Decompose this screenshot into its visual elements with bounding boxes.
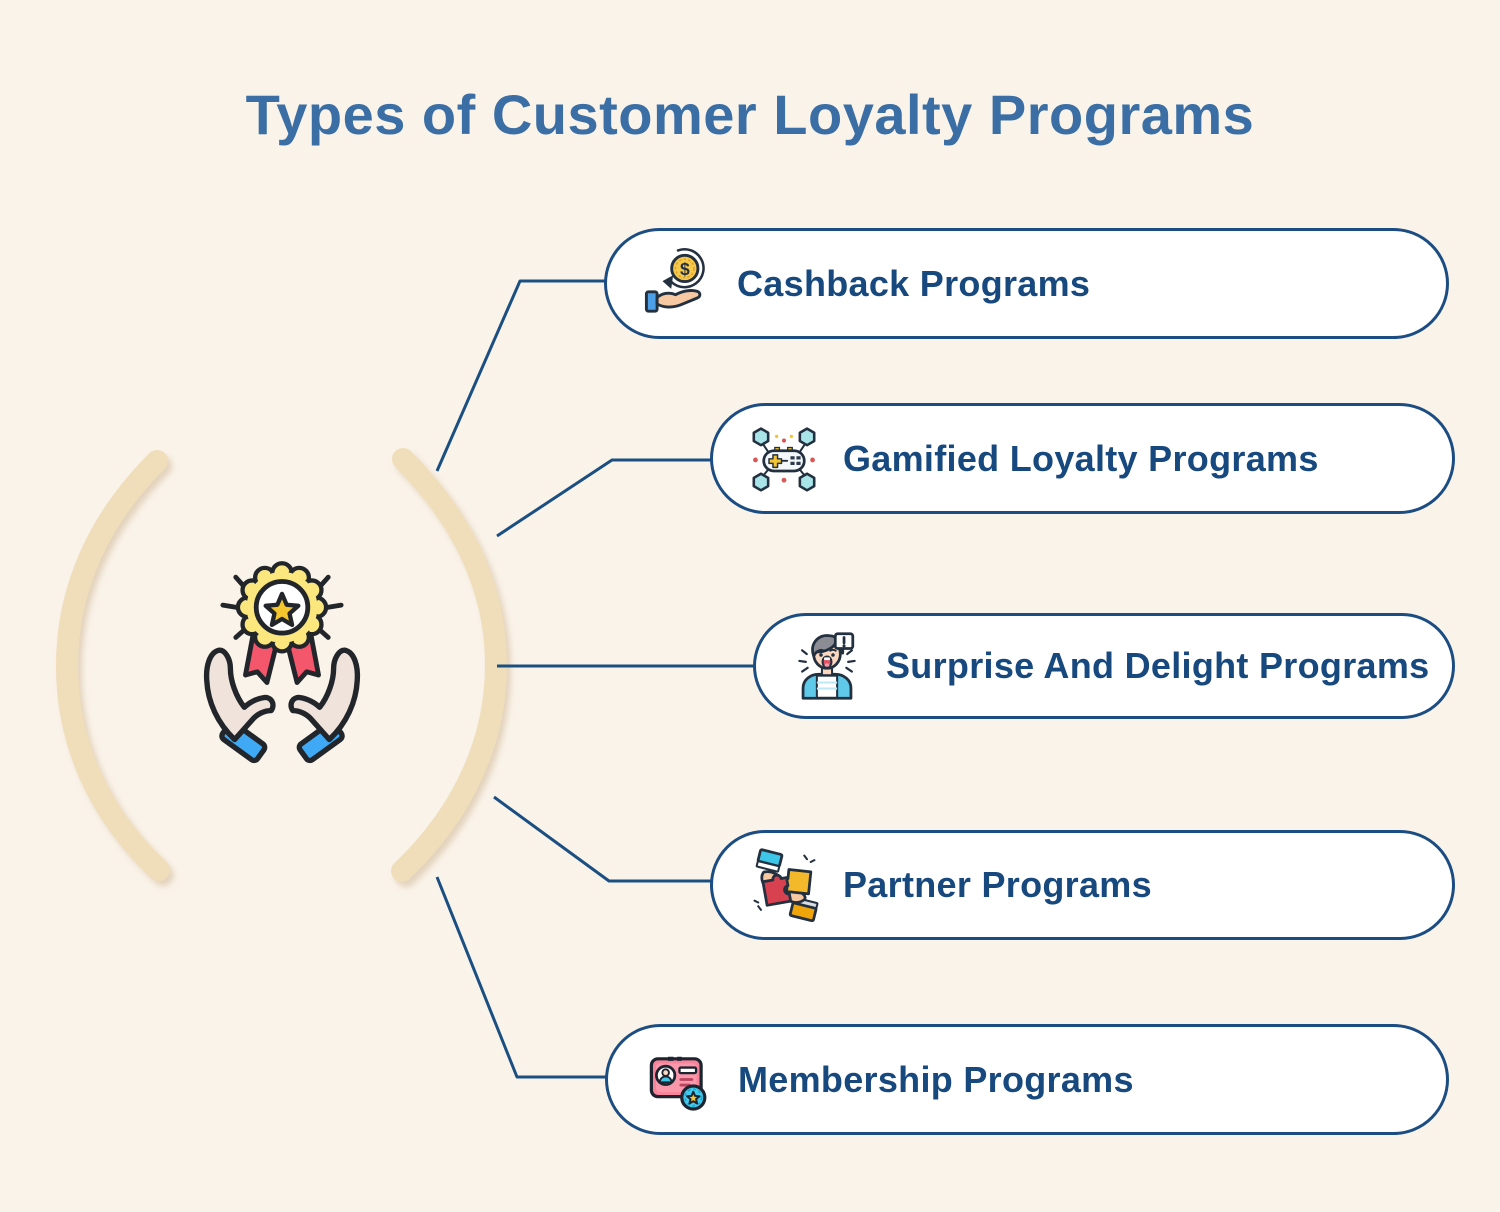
svg-text:$: $ xyxy=(680,258,690,278)
program-pill-membership: Membership Programs xyxy=(605,1024,1449,1135)
center-brackets xyxy=(55,448,508,882)
star-icon xyxy=(263,591,301,628)
surprised-person-icon xyxy=(798,632,856,700)
program-label-partner: Partner Programs xyxy=(843,864,1152,905)
left-bracket-arc xyxy=(55,450,170,881)
connector-gamified xyxy=(496,458,713,538)
left-hand xyxy=(203,647,276,764)
connector-cashback xyxy=(435,279,606,472)
hands-holding-award-icon xyxy=(203,561,392,775)
page-title: Types of Customer Loyalty Programs xyxy=(245,83,1255,146)
program-label-membership: Membership Programs xyxy=(738,1058,1134,1100)
program-pill-gamified: Gamified Loyalty Programs xyxy=(710,403,1455,514)
hands-puzzle-pieces-icon xyxy=(753,848,819,922)
connector-lines xyxy=(435,279,756,1079)
star-icon xyxy=(686,1090,701,1104)
program-label-cashback: Cashback Programs xyxy=(737,262,1091,304)
program-label-surprise: Surprise And Delight Programs xyxy=(886,645,1430,686)
cashback-coin-hand-icon: $ xyxy=(644,247,705,313)
program-pill-partner: Partner Programs xyxy=(710,830,1455,940)
program-label-gamified: Gamified Loyalty Programs xyxy=(843,437,1319,479)
connector-membership xyxy=(435,876,608,1079)
membership-card-star-badge-icon xyxy=(649,1056,707,1111)
game-controller-network-icon xyxy=(752,426,816,492)
right-bracket-arc xyxy=(391,448,508,882)
program-pill-cashback: $ Cashback Programs xyxy=(604,228,1449,339)
connector-partner xyxy=(493,795,713,883)
rosette-badge xyxy=(235,561,329,654)
program-pill-surprise: Surprise And Delight Programs xyxy=(753,613,1455,719)
